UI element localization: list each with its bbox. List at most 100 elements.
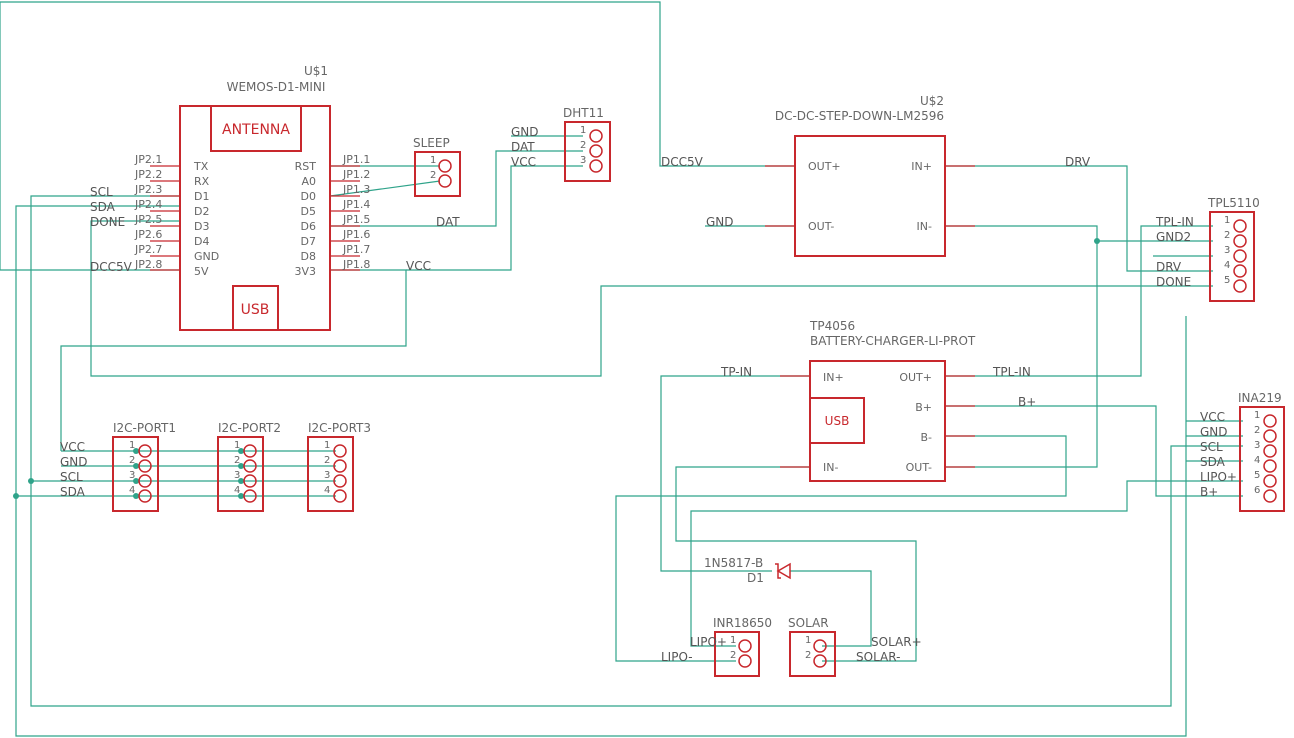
solar-header: SOLAR 1 2 <box>788 616 836 677</box>
tpl-pin-2: 2 <box>1224 230 1230 241</box>
pin-3v3: 3V3 <box>294 265 316 278</box>
i2c1-pin-4: 4 <box>129 485 135 496</box>
sleep-pin-1: 1 <box>430 155 436 166</box>
tp4056-in-plus: IN+ <box>823 371 844 384</box>
i2c2-pin-3: 3 <box>234 470 240 481</box>
net-bplus-ina: B+ <box>1200 485 1218 499</box>
tp4056-module: TP4056 BATTERY-CHARGER-LI-PROT USB IN+ I… <box>780 319 976 482</box>
stepdown-in-plus: IN+ <box>911 160 932 173</box>
pad-jp1-2: JP1.2 <box>342 168 370 181</box>
net-drv-tpl: DRV <box>1156 260 1182 274</box>
i2c3-pin-3: 3 <box>324 470 330 481</box>
pin-d2: D2 <box>194 205 209 218</box>
net-lipo-plus: LIPO+ <box>690 635 727 649</box>
net-sda-ina: SDA <box>1200 455 1226 469</box>
i2c1-pin-3: 3 <box>129 470 135 481</box>
pad-jp2-7: JP2.7 <box>134 243 162 256</box>
tp4056-b-plus: B+ <box>915 401 932 414</box>
i2c3-pin-1: 1 <box>324 440 330 451</box>
i2c1-pin-1: 1 <box>129 440 135 451</box>
wemos-left-pins: TX RX D1 D2 D3 D4 GND 5V JP2.1 JP2.2 JP2… <box>134 153 219 278</box>
stepdown-module: U$2 DC-DC-STEP-DOWN-LM2596 OUT+ OUT- IN+… <box>765 94 975 257</box>
pad-jp2-5: JP2.5 <box>134 213 162 226</box>
ina-pin-6: 6 <box>1254 485 1260 496</box>
ina219-label: INA219 <box>1238 391 1282 405</box>
antenna-label: ANTENNA <box>222 122 290 138</box>
tp4056-b-minus: B- <box>920 431 932 444</box>
tp4056-usb-label: USB <box>825 414 850 428</box>
sleep-pad-1 <box>438 159 452 173</box>
pad-jp1-7: JP1.7 <box>342 243 370 256</box>
inr-pin-2: 2 <box>730 650 736 661</box>
net-sda-i2c: SDA <box>60 485 86 499</box>
dht11-header: DHT11 1 2 3 <box>563 106 611 182</box>
wemos-name: WEMOS-D1-MINI <box>227 80 326 94</box>
stepdown-out-minus: OUT- <box>808 220 834 233</box>
ina-pin-5: 5 <box>1254 470 1260 481</box>
tp4056-name: BATTERY-CHARGER-LI-PROT <box>810 334 976 348</box>
wemos-right-pins: RST A0 D0 D5 D6 D7 D8 3V3 JP1.1 JP1.2 JP… <box>294 153 370 278</box>
dht11-pin-2: 2 <box>580 140 586 151</box>
stepdown-in-minus: IN- <box>917 220 932 233</box>
ina-pin-4: 4 <box>1254 455 1260 466</box>
sleep-label: SLEEP <box>413 136 450 150</box>
junctions <box>13 238 1100 499</box>
dht11-pin-3: 3 <box>580 155 586 166</box>
i2c3-pin-4: 4 <box>324 485 330 496</box>
net-vcc-dht: VCC <box>511 155 536 169</box>
pad-jp2-3: JP2.3 <box>134 183 162 196</box>
pin-d3: D3 <box>194 220 209 233</box>
pad-jp1-6: JP1.6 <box>342 228 370 241</box>
net-gnd-dht: GND <box>511 125 539 139</box>
tpl-pin-4: 4 <box>1224 260 1230 271</box>
tpl-pin-1: 1 <box>1224 215 1230 226</box>
i2c-port3-label: I2C-PORT3 <box>308 421 371 435</box>
pin-d5: D5 <box>301 205 316 218</box>
net-scl: SCL <box>90 185 113 199</box>
i2c1-pin-2: 2 <box>129 455 135 466</box>
pin-d4: D4 <box>194 235 209 248</box>
net-gnd-stepdown: GND <box>706 215 734 229</box>
i2c-port-1: I2C-PORT1 1 2 3 4 <box>112 421 176 512</box>
stepdown-name: DC-DC-STEP-DOWN-LM2596 <box>775 109 944 123</box>
ina219-header: INA219 1 2 3 4 5 6 <box>1238 391 1285 512</box>
pad-jp2-8: JP2.8 <box>134 258 162 271</box>
net-tpl-in: TPL-IN <box>1155 215 1194 229</box>
pad-jp1-5: JP1.5 <box>342 213 370 226</box>
dht11-label: DHT11 <box>563 106 604 120</box>
pad-jp1-8: JP1.8 <box>342 258 370 271</box>
pin-5v: 5V <box>194 265 209 278</box>
wemos-d1-mini: U$1 WEMOS-D1-MINI ANTENNA USB TX RX D1 D… <box>134 64 370 331</box>
net-done: DONE <box>90 215 125 229</box>
net-dat-wemos: DAT <box>436 215 460 229</box>
pad-jp1-3: JP1.3 <box>342 183 370 196</box>
sleep-jumper: SLEEP 1 2 <box>413 136 461 197</box>
pin-d0: D0 <box>301 190 316 203</box>
dht11-pin-1: 1 <box>580 125 586 136</box>
i2c2-pin-4: 4 <box>234 485 240 496</box>
net-lipo-minus: LIPO- <box>661 650 693 664</box>
net-done-tpl: DONE <box>1156 275 1191 289</box>
tpl-pin-3: 3 <box>1224 245 1230 256</box>
ina-pin-3: 3 <box>1254 440 1260 451</box>
net-gnd-i2c: GND <box>60 455 88 469</box>
net-scl-ina: SCL <box>1200 440 1223 454</box>
ina-pin-1: 1 <box>1254 410 1260 421</box>
tp4056-usb-block <box>809 397 865 444</box>
i2c-port-3: I2C-PORT3 1 2 3 4 <box>307 421 371 512</box>
pad-jp2-2: JP2.2 <box>134 168 162 181</box>
tp4056-out-minus: OUT- <box>906 461 932 474</box>
wires <box>0 1 1243 737</box>
net-vcc-ina: VCC <box>1200 410 1225 424</box>
pin-tx: TX <box>193 160 209 173</box>
diode-ref: D1 <box>747 571 764 585</box>
net-drv-top: DRV <box>1065 155 1091 169</box>
i2c2-pin-1: 1 <box>234 440 240 451</box>
net-bplus-tp4056: B+ <box>1018 395 1036 409</box>
net-solar-minus: SOLAR- <box>856 650 900 664</box>
solar-pin-2: 2 <box>805 650 811 661</box>
inr18650-header: INR18650 1 2 <box>713 616 772 677</box>
sleep-pad-2 <box>438 174 452 188</box>
net-tp-in: TP-IN <box>720 365 752 379</box>
